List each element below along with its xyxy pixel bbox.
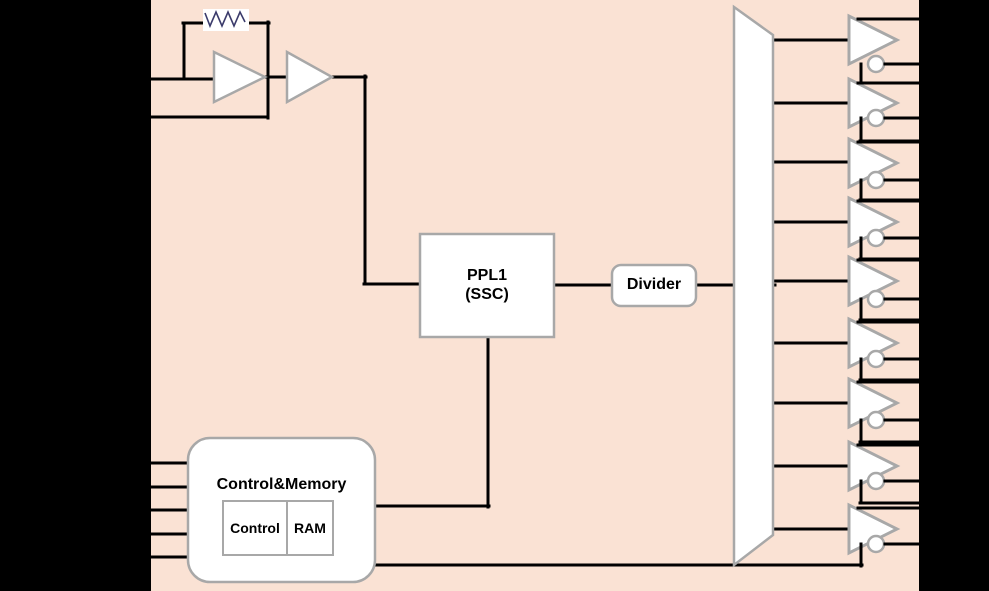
feedback-resistor-zigzag (204, 9, 246, 29)
buffer-amplifier[interactable] (285, 49, 335, 105)
oscillator-amplifier[interactable] (212, 49, 268, 105)
output-buffer-5[interactable] (847, 254, 921, 322)
ram-sub-block[interactable] (286, 500, 334, 556)
output-buffer-1-triangle (847, 13, 901, 67)
output-buffer-9[interactable] (847, 502, 921, 568)
output-buffer-7[interactable] (847, 376, 921, 444)
distribution-bus-block[interactable] (732, 4, 775, 568)
control-sub-block[interactable] (222, 500, 288, 556)
output-buffer-6[interactable] (847, 316, 921, 382)
pll-block[interactable] (418, 232, 556, 339)
feedback-resistor[interactable] (203, 9, 249, 31)
output-buffer-8[interactable] (847, 439, 921, 505)
divider-block[interactable] (610, 263, 698, 308)
